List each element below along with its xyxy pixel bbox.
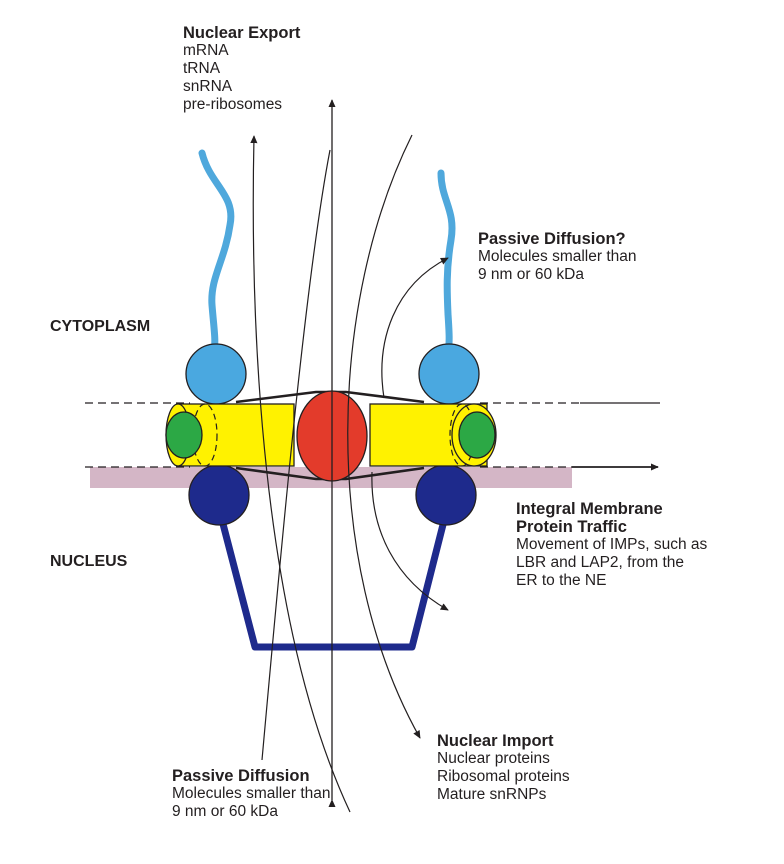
passive-diffusion-top-item: 9 nm or 60 kDa xyxy=(478,266,584,283)
nuclear-export-item: tRNA xyxy=(183,60,221,77)
import-arrow xyxy=(347,134,421,739)
integral-membrane-item: ER to the NE xyxy=(516,572,607,589)
integral-membrane-title-line2: Protein Traffic xyxy=(516,518,627,536)
passive-diffusion-bottom-item: 9 nm or 60 kDa xyxy=(172,803,278,820)
passive-diffusion-arrow-up xyxy=(381,257,449,399)
nuclear-export-title: Nuclear Export xyxy=(183,24,301,42)
integral-membrane-curve xyxy=(371,471,449,611)
passive-diffusion-top-title: Passive Diffusion? xyxy=(478,230,626,248)
passive-diffusion-bottom-label: Passive Diffusion Molecules smaller than… xyxy=(172,767,331,821)
cytoplasmic-ring-right xyxy=(418,343,480,405)
cytoplasmic-ring-left xyxy=(185,343,247,405)
export-arrow xyxy=(250,135,351,813)
nucleus-label: NUCLEUS xyxy=(50,553,128,570)
nuclear-export-item: snRNA xyxy=(183,78,233,95)
integral-membrane-item: Movement of IMPs, such as xyxy=(516,536,708,553)
green-ring-left xyxy=(165,411,203,459)
nuclear-import-title: Nuclear Import xyxy=(437,732,554,750)
green-ring-right xyxy=(458,411,496,459)
passive-diffusion-bottom-item: Molecules smaller than xyxy=(172,785,331,802)
passive-diffusion-bottom-title: Passive Diffusion xyxy=(172,767,310,785)
nuclear-export-label: Nuclear Export mRNA tRNA snRNA pre-ribos… xyxy=(183,24,300,114)
integral-membrane-title-line1: Integral Membrane xyxy=(516,500,663,518)
cytoplasm-label: CYTOPLASM xyxy=(50,318,151,335)
nuclear-basket xyxy=(212,496,454,651)
passive-diffusion-top-item: Molecules smaller than xyxy=(478,248,637,265)
cytoplasmic-filament-left xyxy=(198,149,235,356)
cytoplasmic-filament-right xyxy=(437,169,456,356)
nuclear-import-item: Mature snRNPs xyxy=(437,786,547,803)
nuclear-import-label: Nuclear Import Nuclear proteins Ribosoma… xyxy=(437,732,570,804)
integral-membrane-item: LBR and LAP2, from the xyxy=(516,554,685,571)
nuclear-ring-right xyxy=(415,464,477,526)
nuclear-import-item: Nuclear proteins xyxy=(437,750,550,767)
integral-membrane-label: Integral Membrane Protein Traffic Moveme… xyxy=(516,500,707,590)
passive-diffusion-top-label: Passive Diffusion? Molecules smaller tha… xyxy=(478,230,637,284)
nuclear-ring-left xyxy=(188,464,250,526)
nuclear-export-item: pre-ribosomes xyxy=(183,96,283,113)
nuclear-import-item: Ribosomal proteins xyxy=(437,768,570,785)
passive-diffusion-curve-left xyxy=(261,149,331,761)
nuclear-export-item: mRNA xyxy=(183,42,229,59)
